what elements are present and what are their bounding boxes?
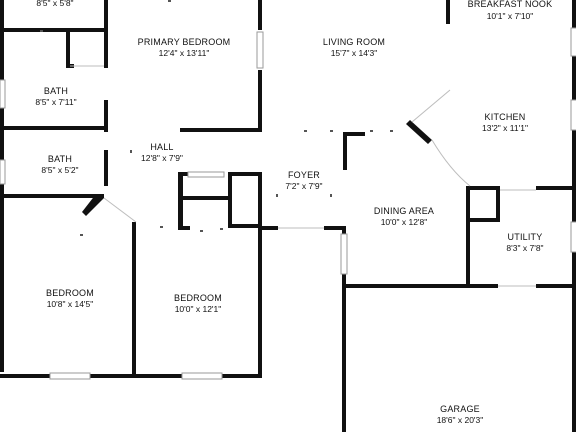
wall-right-outer xyxy=(572,0,576,432)
bath-1-name: BATH xyxy=(44,86,68,96)
garage-dims: 18'6" x 20'3" xyxy=(437,415,484,425)
wall-garage-top-right xyxy=(536,284,576,288)
wall-kitchen-angle xyxy=(406,120,432,144)
wall-linen-bottom xyxy=(228,224,262,228)
bath-2-name: BATH xyxy=(48,154,72,164)
window-utility-right xyxy=(570,221,576,253)
tick xyxy=(276,194,278,197)
window-bedroom1 xyxy=(49,372,91,380)
primary-bedroom-dims: 12'4" x 13'11" xyxy=(159,48,210,58)
wall-nook-left xyxy=(446,0,450,24)
window-bath1 xyxy=(0,79,6,109)
wall-kitchen-bottom xyxy=(470,186,500,190)
bath-1-dims: 8'5" x 7'11" xyxy=(35,97,76,107)
dining-area-dims: 10'0" x 12'8" xyxy=(381,217,428,227)
tick xyxy=(330,130,333,132)
tick xyxy=(370,130,373,132)
kitchen-name: KITCHEN xyxy=(485,112,526,122)
wall-bottom-bedrooms xyxy=(0,374,262,378)
wall-kitchen-bottom-right xyxy=(536,186,576,190)
wall-bedroom2-right xyxy=(258,228,262,378)
tick xyxy=(40,30,43,32)
hall-name: HALL xyxy=(150,142,173,152)
wall-linen-right xyxy=(258,172,262,228)
wall-bedroom2-top-right xyxy=(262,226,278,230)
tick xyxy=(168,0,171,2)
wall-utility-closet-right xyxy=(496,190,500,222)
window-hall-closet xyxy=(187,171,225,178)
wall-foyer-bottom xyxy=(324,226,346,230)
wall-left-outer-top xyxy=(0,0,4,372)
wall-primary-right xyxy=(258,0,262,30)
wall-primary-left-upper xyxy=(104,0,108,68)
tick xyxy=(200,230,203,232)
window-kitchen-right xyxy=(570,99,576,131)
wall-bedroom1-angle xyxy=(82,194,104,216)
wall-bath2-right xyxy=(104,150,108,186)
tick xyxy=(304,130,307,132)
garage-name: GARAGE xyxy=(440,404,480,414)
utility-dims: 8'3" x 7'8" xyxy=(506,243,543,253)
wall-primary-bottom xyxy=(180,128,262,132)
wall-garage-left xyxy=(342,276,346,432)
foyer-name: FOYER xyxy=(288,170,320,180)
tick xyxy=(330,194,332,197)
breakfast-nook-name: BREAKFAST NOOK xyxy=(468,0,553,9)
primary-bedroom-name: PRIMARY BEDROOM xyxy=(138,37,231,47)
tick xyxy=(160,226,163,228)
wall-linen-left xyxy=(228,172,232,228)
tick xyxy=(130,150,132,153)
door-kitchen-arc xyxy=(431,139,471,187)
wall-primary-right-lower xyxy=(258,70,262,132)
kitchen-dims: 13'2" x 11'1" xyxy=(482,123,528,133)
wall-utility-closet-bottom xyxy=(470,218,500,222)
wall-closet-bottom xyxy=(0,28,108,32)
living-room-dims: 15'7" x 14'3" xyxy=(331,48,378,58)
bedroom-2-dims: 10'0" x 12'1" xyxy=(175,304,222,314)
doors xyxy=(70,65,536,287)
door-bedroom1 xyxy=(103,197,137,223)
wall-hall-closet-bottom xyxy=(178,226,190,230)
tick xyxy=(390,130,393,132)
wall-hall-closet-left xyxy=(178,174,183,230)
breakfast-nook-dims: 10'1" x 7'10" xyxy=(487,11,534,21)
living-room-name: LIVING ROOM xyxy=(323,37,385,47)
wall-primary-left-lower xyxy=(104,100,108,132)
dining-area-name: DINING AREA xyxy=(374,206,434,216)
wall-linen-top xyxy=(228,172,262,176)
window-bath2 xyxy=(0,159,6,185)
window-dining-left xyxy=(340,233,348,275)
door-kitchen-swing xyxy=(411,89,451,123)
window-bedroom2 xyxy=(181,372,223,380)
window-primary-right xyxy=(256,31,264,69)
windows xyxy=(0,27,576,380)
bedroom-1-dims: 10'8" x 14'5" xyxy=(47,299,94,309)
window-nook-right xyxy=(570,27,576,57)
utility-name: UTILITY xyxy=(508,232,543,242)
bedroom-1-name: BEDROOM xyxy=(46,288,94,298)
tick xyxy=(220,228,223,230)
fireplace-marker xyxy=(343,132,365,170)
wall-bedroom1-right xyxy=(132,222,136,378)
ceiling-ticks xyxy=(40,0,393,236)
wall-bath1-bottom xyxy=(0,126,108,130)
wall-bath2-bottom xyxy=(0,194,96,198)
wall-utility-left xyxy=(466,186,470,288)
room-labels: 8'5" x 5'8" BREAKFAST NOOK 10'1" x 7'10"… xyxy=(35,0,552,425)
foyer-dims: 7'2" x 7'9" xyxy=(285,181,322,191)
hall-dims: 12'8" x 7'9" xyxy=(141,153,183,163)
bath-2-dims: 8'5" x 5'2" xyxy=(41,165,78,175)
wall-hall-closet-mid xyxy=(183,196,229,200)
bedroom-2-name: BEDROOM xyxy=(174,293,222,303)
closet-top-dims: 8'5" x 5'8" xyxy=(36,0,73,8)
tick xyxy=(80,234,83,236)
wall-garage-top xyxy=(342,284,498,288)
wall-bath1-closet-v xyxy=(66,32,70,68)
